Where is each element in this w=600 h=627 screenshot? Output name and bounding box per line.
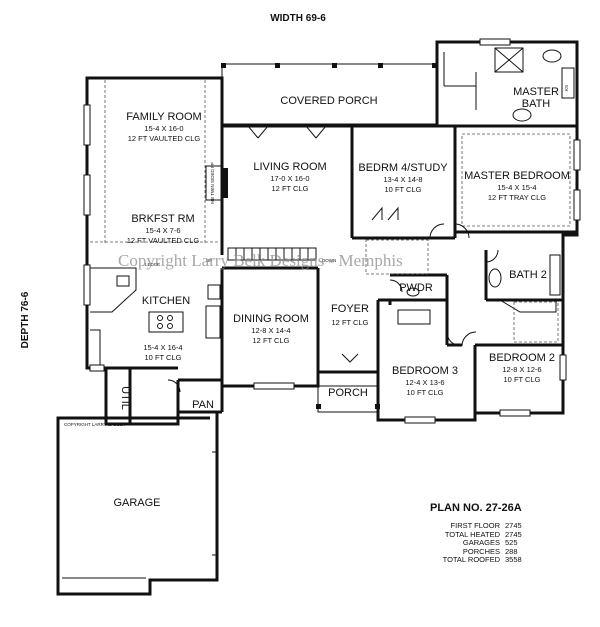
bath-fixtures [397,254,561,325]
plan-row: PORCHES 288 [418,546,568,557]
util-name: UTIL [119,386,131,410]
plan-row-value: 288 [505,546,518,556]
pan-name: PAN [192,399,214,411]
bedroom4-name: BEDRM 4/STUDY [358,162,448,174]
master-bath-name-2: BATH [522,98,551,110]
breakfast-name: BRKFST RM [131,213,194,225]
bath2-name: BATH 2 [509,269,547,281]
bedroom2-dim2: 10 FT CLG [504,375,541,384]
bedroom3-name: BEDROOM 3 [392,365,458,377]
windows [83,38,581,424]
depth-label: DEPTH 76-6 [20,291,31,348]
dining-room-name: DINING ROOM [233,313,309,325]
kitchen-name: KITCHEN [142,295,190,307]
plan-row: GARAGES 525 [418,538,568,548]
dining-room-dim1: 12-8 X 14-4 [251,326,290,335]
master-bath-name-1: MASTER [513,86,559,98]
stairs-up-label: UP [206,258,212,263]
bedroom4-dim2: 10 FT CLG [385,185,422,194]
master-bedroom-dim2: 12 FT TRAY CLG [488,193,546,202]
kitchen-island [148,311,184,333]
master-bath-walls [435,40,579,126]
cooktop-burner-1 [157,315,163,321]
breakfast-dim2: 12 FT VAULTED CLG [127,236,200,245]
kitchen-cabinets [90,267,221,366]
plan-title: PLAN NO. 27-26A [430,502,522,514]
plan-row-value: 525 [505,538,518,547]
plan-row-label: FIRST FLOOR [450,521,500,530]
bedroom2-name: BEDROOM 2 [489,352,555,364]
bedroom4-dim1: 13-4 X 14-8 [383,175,422,184]
breakfast-dim1: 15-4 X 7-6 [145,226,180,235]
family-room-dim2: 12 FT VAULTED CLG [128,134,201,143]
plan-row: TOTAL ROOFED 3558 [418,555,568,565]
closet-bedroom2 [513,301,559,343]
plan-row-label: PORCHES [462,546,500,556]
bedroom3-dim2: 10 FT CLG [407,388,444,397]
plan-row-value: 3558 [505,555,522,564]
garage-name: GARAGE [113,497,160,509]
ledge-label: LEDGE [145,262,160,267]
family-room-dim1: 15-4 X 16-0 [144,124,183,133]
stairs [227,247,317,261]
plan-row-label: TOTAL ROOFED [442,555,500,564]
plan-row: FIRST FLOOR 2745 [418,521,568,531]
ks-label: KS [564,85,569,91]
pwdr-name: PWDR [399,282,433,294]
plan-row-value: 2745 [505,529,522,539]
living-room-dim1: 17-0 X 16-0 [270,174,309,183]
plan-row-label: GARAGES [462,538,500,547]
fireplace-label: MB TWIN SIDED FP [210,162,215,203]
covered-porch-outline [221,63,438,125]
width-label: WIDTH 69-6 [270,13,326,24]
front-porch-outline [317,385,379,413]
master-bedroom-dim1: 15-4 X 15-4 [497,183,536,192]
stairs-down-label: DOWN [322,258,336,263]
cooktop-burner-3 [157,323,163,329]
porch-name: PORCH [328,387,368,399]
master-bedroom-name: MASTER BEDROOM [464,170,570,182]
family-room-name: FAMILY ROOM [126,111,201,123]
plan-summary: PLAN NO. 27-26A FIRST FLOOR 2745 TOTAL HE… [418,502,568,565]
bedroom2-dim1: 12-8 X 12-6 [502,365,541,374]
living-room-dim2: 12 FT CLG [272,184,309,193]
door-swings [167,125,499,393]
dining-room-dim2: 12 FT CLG [253,336,290,345]
copyright-watermark: Copyright Larry Belk Designs - Memphis [118,251,403,270]
living-room-name: LIVING ROOM [253,161,326,173]
plan-row-label: TOTAL HEATED [444,529,500,539]
kitchen-dim1: 15-4 X 16-4 [143,343,182,352]
covered-porch-label: COVERED PORCH [280,95,377,107]
foyer-name: FOYER [331,303,369,315]
garage-walls [56,412,219,596]
plan-row: TOTAL HEATED 2745 [418,529,568,540]
bedroom3-dim1: 12-4 X 13-6 [405,378,444,387]
interior-walls [106,126,577,424]
cooktop-burner-4 [167,323,173,329]
kitchen-dim2: 10 FT CLG [145,353,182,362]
plan-row-value: 2745 [505,521,522,530]
cooktop-burner-2 [167,315,173,321]
copyright-note: COPYRIGHT LARRY E. BELK [64,422,125,427]
foyer-dim1: 12 FT CLG [332,318,369,327]
closet-bedroom4 [365,239,429,275]
